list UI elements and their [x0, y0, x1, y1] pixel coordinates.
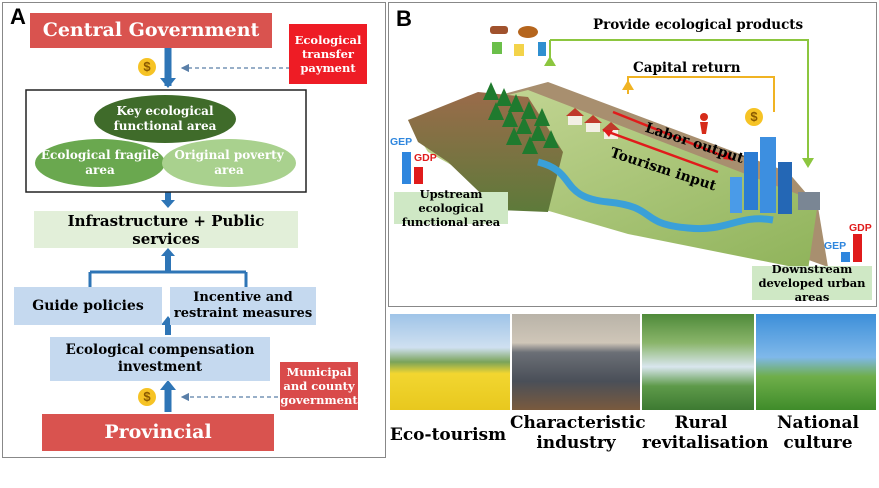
panel-b-label: B: [396, 6, 412, 31]
downstream-gep-label: GEP: [824, 240, 847, 252]
worker-icon: [700, 113, 708, 121]
incentive-measures-box: Incentive and restraint measures: [170, 287, 316, 325]
river: [537, 158, 774, 233]
photo-rural-revitalisation: [642, 314, 754, 410]
compensation-box: Ecological compensation investment: [50, 337, 270, 381]
downstream-gep-bar: [841, 252, 850, 262]
photo-eco-tourism: [390, 314, 510, 410]
poverty-area-ellipse: Original poverty area: [162, 139, 296, 187]
arrow-area-to-infrastructure: [161, 200, 175, 208]
landscape-illustration: [402, 26, 862, 270]
downstream-area-box: Downstream developed urban areas: [752, 262, 872, 304]
dollar-icon-provincial: $: [138, 388, 156, 406]
provincial-government-box: Provincial Government: [42, 414, 274, 480]
infrastructure-box: Infrastructure + Public services: [34, 211, 298, 248]
panel-b: [388, 2, 877, 307]
arrow-provincial-up: [160, 380, 176, 390]
upstream-area-box: Upstream ecological functional area: [394, 187, 508, 229]
forest: [483, 82, 559, 154]
ecological-products-icon: [490, 26, 546, 56]
panel-a-label: A: [10, 4, 26, 29]
tourism-input-arrow: [602, 128, 719, 174]
capital-return-line: [627, 76, 775, 112]
panel-a-arrows: [25, 48, 307, 412]
key-ecological-area-ellipse: Key ecological functional area: [94, 95, 236, 143]
dollar-icon-city: $: [745, 108, 763, 126]
guide-policies-box: Guide policies: [14, 287, 162, 325]
downstream-gdp-label: GDP: [849, 222, 872, 234]
photo-characteristic-industry: [512, 314, 640, 410]
capital-return-label: Capital return: [633, 60, 741, 76]
provide-products-label: Provide ecological products: [593, 17, 804, 33]
photo-national-culture: [756, 314, 876, 410]
upstream-gep-label: GEP: [390, 136, 413, 148]
panel-a: [2, 2, 386, 458]
arrow-policies-up: [161, 248, 175, 256]
upstream-gdp-label: GDP: [414, 152, 437, 164]
transfer-payment-note: Ecological transfer payment: [289, 24, 367, 84]
dollar-icon-central: $: [138, 58, 156, 76]
labor-output-arrow: [612, 110, 734, 162]
central-government-box: Central Government: [30, 13, 272, 48]
municipal-note: Municipal and county government: [280, 362, 358, 410]
caption-rural-revitalisation: Rural revitalisation: [642, 413, 769, 453]
downstream-gdp-bar: [853, 234, 862, 262]
upstream-gdp-bar: [414, 167, 423, 184]
caption-characteristic-industry: Characteristic industry: [510, 413, 646, 453]
city-buildings: [730, 137, 820, 214]
fragile-area-ellipse: Ecological fragile area: [35, 139, 165, 187]
caption-national-culture: National culture: [776, 413, 860, 453]
caption-eco-tourism: Eco-tourism: [389, 425, 507, 445]
upstream-gep-bar: [402, 152, 411, 184]
